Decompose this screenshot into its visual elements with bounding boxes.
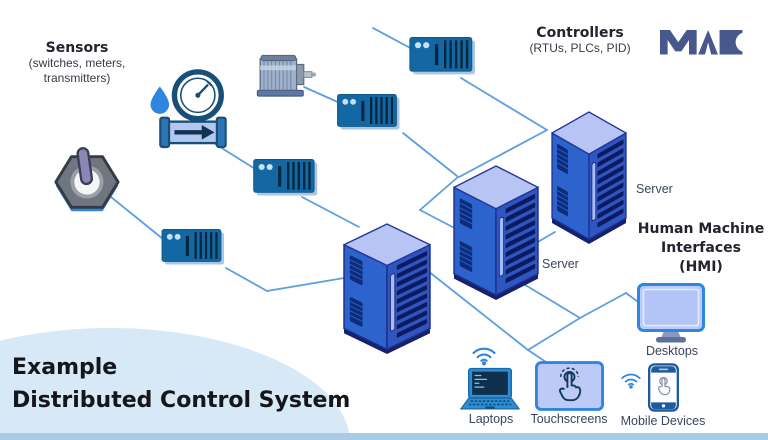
diagram-caption: Example Distributed Control System [12, 351, 350, 417]
server-rack-icon-center [453, 165, 539, 301]
plc-controller-icon-2 [337, 94, 400, 130]
server-right-label: Server [636, 182, 673, 196]
server-rack-icon-left [343, 223, 431, 355]
motor-icon [256, 54, 317, 97]
caption-line2: Distributed Control System [12, 388, 351, 413]
hmi-title-line2: Interfaces [661, 240, 741, 256]
caption-line1: Example [12, 355, 118, 380]
controllers-group-heading: Controllers (RTUs, PLCs, PID) [510, 25, 650, 56]
footer-accent-bar [0, 433, 768, 440]
hmi-group-heading: Human Machine Interfaces (HMI) [631, 220, 768, 277]
touchscreens-label: Touchscreens [530, 412, 608, 426]
controllers-title: Controllers [536, 25, 624, 41]
controllers-subtitle: (RTUs, PLCs, PID) [529, 41, 631, 55]
mobile-phone-icon [647, 363, 680, 412]
laptops-label: Laptops [468, 412, 514, 426]
sensors-subtitle-line2: transmitters) [43, 71, 111, 85]
hmi-title-line3: (HMI) [679, 259, 723, 275]
desktops-label: Desktops [645, 344, 699, 358]
server-center-label: Server [542, 257, 579, 271]
toggle-switch-icon [54, 146, 120, 213]
plc-controller-icon-1 [409, 36, 476, 75]
mobile-devices-label: Mobile Devices [620, 414, 706, 428]
server-rack-icon-right [551, 111, 627, 245]
hmi-title-line1: Human Machine [637, 221, 765, 237]
wifi-icon-laptop [472, 347, 496, 367]
touchscreen-icon [535, 361, 604, 411]
desktop-icon [637, 283, 705, 344]
sensors-group-heading: Sensors (switches, meters, transmitters) [7, 40, 147, 86]
plc-controller-icon-4 [161, 229, 225, 265]
flow-meter-icon [147, 67, 237, 147]
laptop-icon [460, 367, 520, 410]
plc-controller-icon-3 [253, 158, 318, 196]
sensors-title: Sensors [45, 40, 109, 56]
wifi-icon-mobile [621, 373, 641, 390]
sensors-subtitle-line1: (switches, meters, [28, 56, 126, 70]
mac-logo [660, 30, 756, 60]
